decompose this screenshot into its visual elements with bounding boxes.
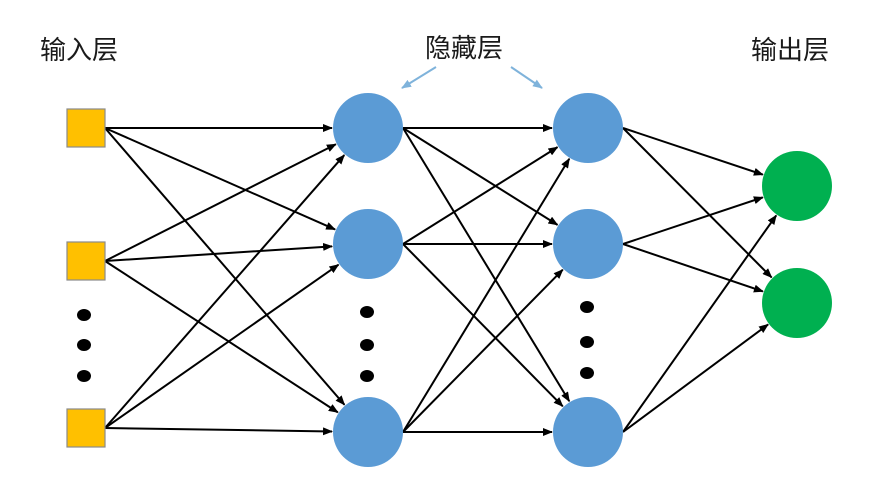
input-node-1 bbox=[66, 108, 106, 148]
edge-input-2-hidden1-2 bbox=[104, 427, 334, 436]
edge-hidden1-1-hidden2-2 bbox=[402, 243, 564, 408]
edge-input-2-hidden1-0 bbox=[104, 154, 346, 429]
hidden1-ellipsis-dot-1 bbox=[360, 306, 374, 318]
hidden-layer-label: 隐藏层 bbox=[425, 34, 504, 64]
edge-input-0-hidden1-2 bbox=[104, 127, 346, 406]
hidden-pointer-arrow-right bbox=[510, 66, 543, 89]
edge-hidden2-0-output-0 bbox=[622, 127, 764, 176]
edge-hidden1-0-hidden2-2 bbox=[402, 127, 571, 403]
edge-input-1-hidden1-0 bbox=[104, 143, 337, 262]
output-node-1 bbox=[762, 151, 832, 221]
edge-hidden1-2-hidden2-0 bbox=[402, 157, 571, 433]
edge-hidden2-2-output-0 bbox=[622, 214, 778, 433]
hidden2-ellipsis-dot-3 bbox=[580, 367, 594, 379]
hidden1-ellipsis-dot-3 bbox=[360, 370, 374, 382]
output-node-2 bbox=[762, 268, 832, 338]
output-layer-label: 输出层 bbox=[751, 36, 830, 66]
input-node-2 bbox=[66, 241, 106, 281]
edge-input-1-hidden1-2 bbox=[104, 260, 339, 414]
hidden-pointer-arrow-left bbox=[401, 66, 437, 89]
edge-hidden2-2-output-1 bbox=[622, 323, 769, 433]
hidden1-node-1 bbox=[333, 93, 403, 163]
hidden-layer-pointers bbox=[401, 66, 543, 89]
edge-input-0-hidden1-1 bbox=[104, 127, 336, 231]
edge-input-1-hidden1-1 bbox=[104, 242, 334, 262]
connection-edges bbox=[104, 124, 778, 436]
edge-hidden2-1-output-1 bbox=[622, 243, 764, 293]
hidden2-node-1 bbox=[553, 93, 623, 163]
hidden1-node-2 bbox=[333, 209, 403, 279]
ellipsis-dots bbox=[77, 301, 594, 382]
hidden2-node-3 bbox=[553, 397, 623, 467]
edge-hidden2-1-output-0 bbox=[622, 196, 764, 245]
network-nodes bbox=[66, 93, 832, 467]
edge-input-2-hidden1-1 bbox=[104, 263, 340, 429]
hidden1-node-3 bbox=[333, 397, 403, 467]
edge-hidden1-0-hidden2-1 bbox=[402, 127, 559, 226]
input-ellipsis-dot-2 bbox=[77, 339, 91, 351]
hidden2-ellipsis-dot-2 bbox=[580, 336, 594, 348]
input-ellipsis-dot-1 bbox=[77, 309, 91, 321]
edge-hidden1-2-hidden2-1 bbox=[402, 268, 564, 433]
hidden2-ellipsis-dot-1 bbox=[580, 301, 594, 313]
hidden1-ellipsis-dot-2 bbox=[360, 339, 374, 351]
hidden2-node-2 bbox=[553, 209, 623, 279]
input-node-3 bbox=[66, 408, 106, 448]
edge-hidden1-1-hidden2-0 bbox=[402, 146, 559, 245]
edge-hidden2-0-output-1 bbox=[622, 127, 773, 279]
input-layer-label: 输入层 bbox=[40, 36, 119, 66]
input-ellipsis-dot-3 bbox=[77, 370, 91, 382]
